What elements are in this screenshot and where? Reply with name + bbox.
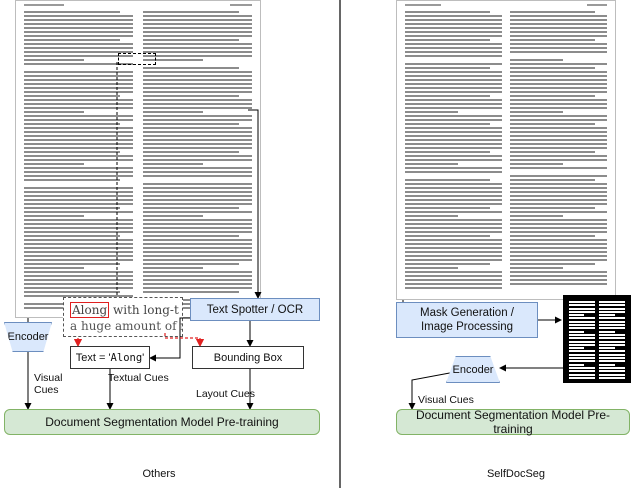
- pretraining-box-left: Document Segmentation Model Pre-training: [4, 409, 320, 435]
- text-column-left: [405, 11, 502, 293]
- layout-cues-label: Layout Cues: [196, 388, 255, 400]
- encoder-box-right: Encoder: [446, 356, 500, 383]
- text-spotter-box: Text Spotter / OCR: [190, 298, 320, 321]
- text-output-suffix: ': [142, 351, 145, 364]
- text-output-prefix: Text = ': [75, 351, 111, 364]
- zoom-text-line1: with long-t: [109, 303, 179, 317]
- text-output-word: Along: [110, 351, 143, 364]
- visual-cues-label-right: Visual Cues: [418, 394, 474, 406]
- zoom-text-line2: a huge amount of r: [70, 319, 183, 333]
- zoom-word-highlight: Along: [70, 302, 110, 318]
- encoder-box: Encoder: [4, 322, 52, 352]
- zoomed-text-crop: Along with long-t a huge amount of r: [63, 297, 183, 337]
- textual-cues-label: Textual Cues: [108, 372, 169, 384]
- word-selection-marker: [118, 53, 156, 65]
- visual-cues-label: Visual Cues: [34, 372, 63, 396]
- binary-mask-image: [563, 295, 631, 383]
- caption-selfdocseg: SelfDocSeg: [486, 468, 546, 480]
- text-column-right: [510, 11, 607, 293]
- text-column-right: [142, 11, 252, 311]
- bounding-box-output: Bounding Box: [192, 346, 304, 369]
- caption-others: Others: [142, 468, 176, 480]
- mask-generation-box: Mask Generation / Image Processing: [396, 302, 538, 338]
- pretraining-box-right: Document Segmentation Model Pre-training: [396, 408, 630, 436]
- text-output-box: Text = 'Along': [70, 346, 150, 369]
- document-page-right: [396, 0, 616, 300]
- document-page-left: [15, 0, 261, 318]
